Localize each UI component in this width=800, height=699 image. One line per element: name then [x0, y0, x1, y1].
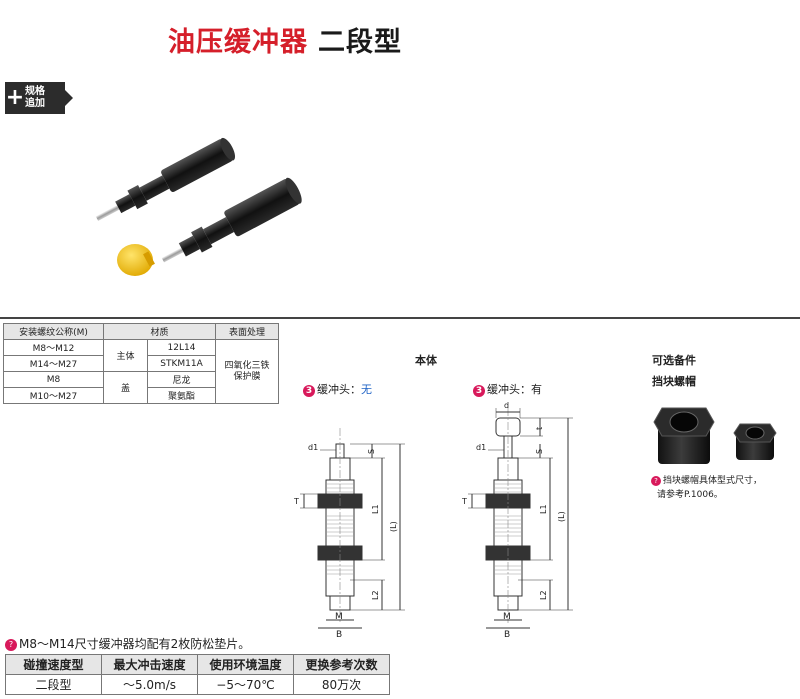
dim-l1: L1	[539, 504, 548, 514]
thread-cell: M8～M12	[3, 339, 104, 356]
header-thread: 安装螺纹公称(M)	[3, 323, 104, 340]
header-material: 材质	[103, 323, 216, 340]
dim-m: M	[335, 612, 343, 622]
tag-line-2: 追加	[25, 98, 45, 109]
spec-add-tag: + 规格 追加	[5, 82, 73, 114]
dim-l: (L)	[557, 511, 566, 522]
nut-small-icon	[733, 423, 777, 460]
optional-title: 可选备件	[652, 354, 696, 367]
dim-l1: L1	[371, 504, 380, 514]
plus-icon: +	[5, 85, 25, 110]
finish-line-2: 保护膜	[233, 371, 261, 382]
note-line-2: 请参考P.1006。	[657, 490, 723, 500]
stopper-nut-note: ?挡块螺帽具体型式尺寸， 请参考P.1006。	[651, 474, 762, 502]
dim-m: M	[503, 612, 511, 622]
table-row: M10～M27 聚氨酯	[3, 387, 279, 404]
table-header-row: 安装螺纹公称(M) 材质 表面处理	[3, 323, 279, 340]
dim-d1: d1	[476, 443, 486, 452]
finish-line-1: 四氧化三铁	[224, 360, 270, 371]
dim-d: d	[504, 401, 509, 410]
nut-large-icon	[653, 407, 715, 464]
material-cell: 12L14	[147, 339, 216, 356]
info-icon: ?	[651, 475, 661, 486]
cell-replace: 80万次	[293, 674, 390, 695]
dim-b: B	[504, 630, 510, 638]
body-section-title: 本体	[415, 354, 437, 367]
header-finish: 表面处理	[215, 323, 279, 340]
table-row: 二段型 ～5.0m/s −5～70℃ 80万次	[5, 674, 390, 695]
info-icon: ?	[5, 638, 17, 651]
dim-l: (L)	[389, 521, 398, 532]
dim-s: S	[367, 449, 376, 454]
note-line-1: 挡块螺帽具体型式尺寸，	[663, 476, 763, 486]
number-3-icon: 3	[303, 385, 315, 397]
thread-cell: M8	[3, 371, 104, 388]
finish-cell: 四氧化三铁 保护膜	[215, 339, 279, 404]
caption-b-text: 缓冲头：有	[487, 383, 542, 396]
speed-table: 碰撞速度型 最大冲击速度 使用环境温度 更换参考次数 二段型 ～5.0m/s −…	[5, 654, 390, 695]
yellow-cap-icon	[117, 244, 155, 276]
header-speed-type: 碰撞速度型	[5, 654, 102, 675]
material-cell: 尼龙	[147, 371, 216, 388]
cell-temp: −5～70℃	[197, 674, 294, 695]
tag-line-1: 规格	[25, 86, 45, 97]
part-cell: 盖	[103, 371, 148, 404]
dim-s: S	[535, 449, 544, 454]
cell-speed-type: 二段型	[5, 674, 102, 695]
dim-d1: d1	[308, 443, 318, 452]
stopper-nut-image	[653, 407, 777, 464]
header-temp: 使用环境温度	[197, 654, 294, 675]
title-main: 油压缓冲器	[168, 27, 308, 58]
section-divider	[0, 317, 800, 319]
dim-b: B	[336, 630, 342, 638]
page-title: 油压缓冲器二段型	[168, 20, 402, 59]
header-replace: 更换参考次数	[293, 654, 390, 675]
header-max-speed: 最大冲击速度	[101, 654, 198, 675]
material-cell: STKM11A	[147, 355, 216, 372]
dim-l2: L2	[371, 590, 380, 600]
optional-subtitle: 挡块螺帽	[652, 375, 696, 388]
cell-max-speed: ～5.0m/s	[101, 674, 198, 695]
thread-cell: M14～M27	[3, 355, 104, 372]
table-header-row: 碰撞速度型 最大冲击速度 使用环境温度 更换参考次数	[5, 654, 390, 675]
material-spec-table: 安装螺纹公称(M) 材质 表面处理 M8～M12 主体 12L14 四氧化三铁 …	[3, 323, 279, 404]
drawing-no-cap: d1 S T L1 (L) L2 M B	[293, 428, 405, 638]
drawing-with-cap: d t d1 S T L1 (L) L2 M B	[461, 401, 573, 638]
table-row: M8～M12 主体 12L14 四氧化三铁 保护膜	[3, 339, 279, 404]
dim-t-small: t	[535, 427, 544, 430]
number-3-icon: 3	[473, 385, 485, 397]
caption-a-value: 无	[361, 383, 372, 396]
part-cell: 主体	[103, 339, 148, 372]
thread-cell: M10～M27	[3, 387, 104, 404]
title-sub: 二段型	[318, 27, 402, 58]
material-cell: 聚氨酯	[147, 387, 216, 404]
washer-note: ?M8～M14尺寸缓冲器均配有2枚防松垫片。	[5, 635, 250, 652]
caption-a-text: 缓冲头：	[317, 383, 361, 396]
dim-t: T	[293, 497, 299, 506]
absorber-upper	[95, 137, 236, 221]
washer-note-text: M8～M14尺寸缓冲器均配有2枚防松垫片。	[19, 637, 251, 651]
dim-l2: L2	[539, 590, 548, 600]
tag-text: 规格 追加	[25, 86, 45, 110]
absorber-lower	[161, 177, 302, 263]
dim-t: T	[461, 497, 467, 506]
product-photo	[95, 137, 302, 276]
